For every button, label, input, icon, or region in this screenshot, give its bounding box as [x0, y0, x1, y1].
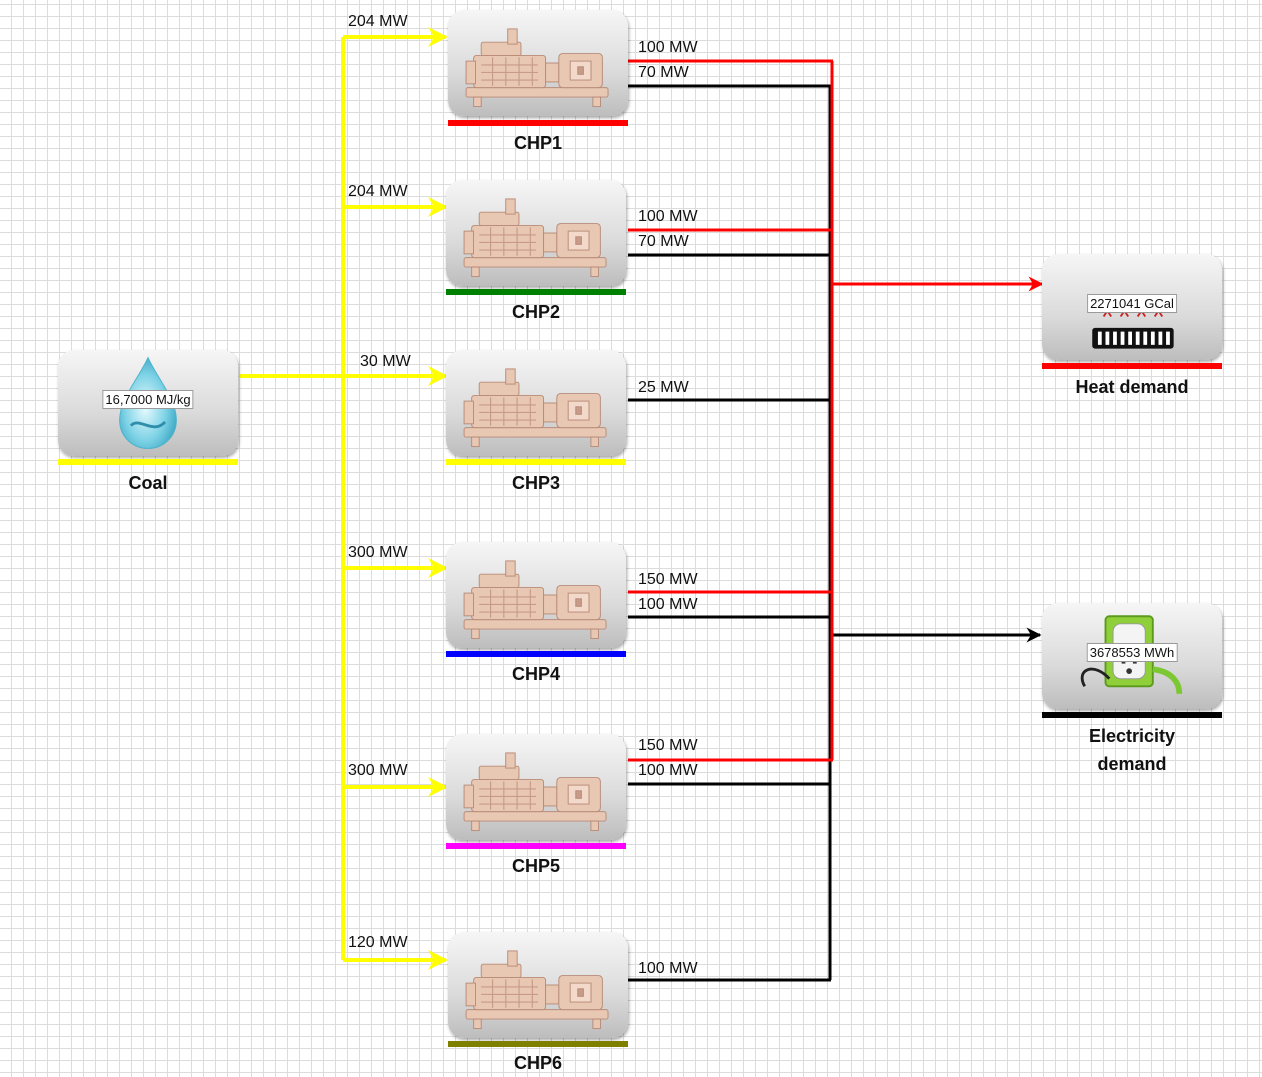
- electricity-demand-node[interactable]: 3678553 MWh: [1042, 603, 1222, 709]
- generator-icon: [448, 932, 628, 1038]
- chp2-heat-label: 100 MW: [638, 208, 698, 226]
- chp5-heat-label: 150 MW: [638, 737, 698, 755]
- coal-label: Coal: [58, 469, 238, 497]
- chp6-elec-label: 100 MW: [638, 960, 698, 978]
- chp2-elec-label: 70 MW: [638, 233, 689, 251]
- chp5-elec-label: 100 MW: [638, 762, 698, 780]
- chp2-node[interactable]: [446, 180, 626, 286]
- chp6-fuel-label: 120 MW: [348, 934, 408, 952]
- chp2-color-bar: [446, 289, 626, 295]
- electricity-demand-label: Electricity demand: [1032, 722, 1232, 778]
- coal-value: 16,7000 MJ/kg: [102, 390, 193, 409]
- generator-icon: [446, 350, 626, 456]
- electricity-demand-color-bar: [1042, 712, 1222, 718]
- electricity-demand-label-line1: Electricity: [1032, 722, 1232, 750]
- chp2-label: CHP2: [446, 298, 626, 326]
- chp2-fuel-label: 204 MW: [348, 183, 408, 201]
- coal-node[interactable]: 16,7000 MJ/kg: [58, 350, 238, 456]
- chp5-color-bar: [446, 843, 626, 849]
- chp1-fuel-label: 204 MW: [348, 13, 408, 31]
- chp4-label: CHP4: [446, 660, 626, 688]
- chp4-node[interactable]: [446, 542, 626, 648]
- chp1-elec-label: 70 MW: [638, 64, 689, 82]
- electricity-demand-label-line2: demand: [1032, 750, 1232, 778]
- chp4-fuel-label: 300 MW: [348, 544, 408, 562]
- chp5-node[interactable]: [446, 734, 626, 840]
- chp3-fuel-label: 30 MW: [360, 353, 411, 371]
- heat-demand-label: Heat demand: [1032, 373, 1232, 401]
- generator-icon: [446, 734, 626, 840]
- chp4-heat-label: 150 MW: [638, 571, 698, 589]
- chp1-color-bar: [448, 120, 628, 126]
- heat-demand-color-bar: [1042, 363, 1222, 369]
- chp4-elec-label: 100 MW: [638, 596, 698, 614]
- chp6-label: CHP6: [448, 1049, 628, 1077]
- chp6-node[interactable]: [448, 932, 628, 1038]
- chp3-elec-label: 25 MW: [638, 379, 689, 397]
- generator-icon: [448, 10, 628, 116]
- coal-color-bar: [58, 459, 238, 465]
- chp1-heat-label: 100 MW: [638, 39, 698, 57]
- chp6-color-bar: [448, 1041, 628, 1047]
- chp1-label: CHP1: [448, 129, 628, 157]
- chp5-label: CHP5: [446, 852, 626, 880]
- heat-demand-value: 2271041 GCal: [1087, 294, 1177, 313]
- electricity-demand-value: 3678553 MWh: [1087, 643, 1178, 662]
- chp3-color-bar: [446, 459, 626, 465]
- chp5-fuel-label: 300 MW: [348, 762, 408, 780]
- chp3-label: CHP3: [446, 469, 626, 497]
- chp1-node[interactable]: [448, 10, 628, 116]
- chp4-color-bar: [446, 651, 626, 657]
- heat-demand-node[interactable]: 2271041 GCal: [1042, 254, 1222, 360]
- generator-icon: [446, 180, 626, 286]
- generator-icon: [446, 542, 626, 648]
- chp3-node[interactable]: [446, 350, 626, 456]
